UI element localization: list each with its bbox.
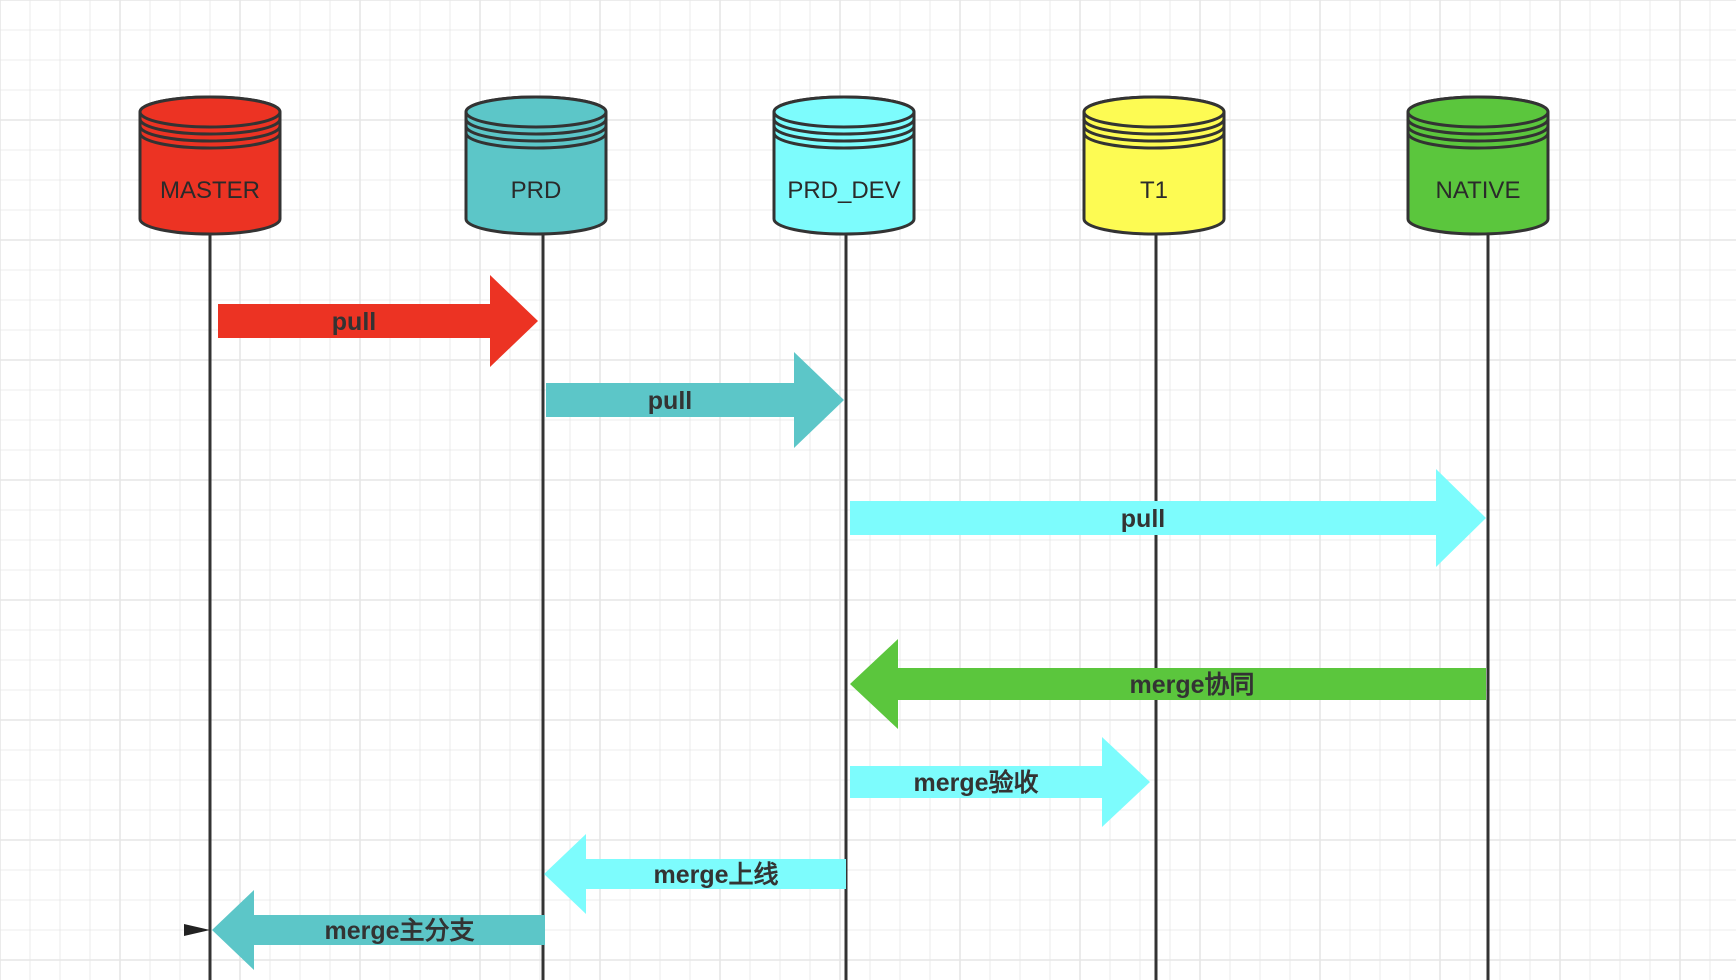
node-label: MASTER (160, 177, 260, 204)
arrow-merge-prd-master[interactable]: merge主分支 (184, 890, 545, 970)
cylinder-top-icon (1082, 95, 1226, 129)
node-prd[interactable]: PRD (464, 95, 608, 236)
arrowhead-marker-icon (184, 924, 210, 936)
arrow-merge-native-prddev[interactable]: merge协同 (850, 639, 1486, 729)
cylinder-ring (1082, 125, 1226, 143)
node-label: NATIVE (1436, 177, 1521, 204)
repository-nodes: MASTER PRD PRD_DEV T1 NATIVE (138, 95, 1550, 236)
cylinder-ring (772, 118, 916, 136)
cylinder-ring (772, 132, 916, 150)
cylinder-top-icon (464, 95, 608, 129)
node-t1[interactable]: T1 (1082, 95, 1226, 236)
arrow-label: merge协同 (1129, 671, 1254, 699)
cylinder-ring (1082, 132, 1226, 150)
arrow-pull-prddev-native[interactable]: pull (850, 469, 1486, 567)
cylinder-ring (138, 118, 282, 136)
arrow-shape (850, 469, 1486, 567)
cylinder-ring (464, 132, 608, 150)
node-master[interactable]: MASTER (138, 95, 282, 236)
arrow-label: pull (1121, 505, 1165, 533)
node-label: PRD_DEV (787, 177, 900, 204)
cylinder-ring (464, 125, 608, 143)
arrow-label: pull (332, 308, 376, 336)
cylinder-top-icon (1406, 95, 1550, 129)
node-label: PRD (511, 177, 562, 204)
cylinder-ring (1406, 118, 1550, 136)
arrow-merge-prddev-t1[interactable]: merge验收 (850, 737, 1150, 827)
arrow-pull-prd-prddev[interactable]: pull (546, 352, 844, 448)
arrow-label: pull (648, 387, 692, 415)
arrow-label: merge验收 (913, 768, 1038, 797)
node-native[interactable]: NATIVE (1406, 95, 1550, 236)
cylinder-top-icon (772, 95, 916, 129)
arrow-shape (850, 737, 1150, 827)
cylinder-ring (1406, 125, 1550, 143)
cylinder-ring (138, 125, 282, 143)
arrow-merge-prddev-prd[interactable]: merge上线 (544, 834, 846, 914)
arrow-shape (546, 352, 844, 448)
cylinder-ring (464, 118, 608, 136)
lifelines (208, 234, 1490, 980)
node-prd_dev[interactable]: PRD_DEV (772, 95, 916, 236)
arrow-shape (212, 890, 545, 970)
arrow-pull-master-prd[interactable]: pull (218, 275, 538, 367)
message-arrows: pull pull pull merge协同 merge验收 merge上线 merge主分… (184, 275, 1486, 970)
node-label: T1 (1140, 177, 1168, 204)
arrow-shape (850, 639, 1486, 729)
cylinder-ring (138, 132, 282, 150)
cylinder-ring (772, 125, 916, 143)
arrow-shape (544, 834, 846, 914)
cylinder-ring (1406, 132, 1550, 150)
arrow-label: merge主分支 (324, 917, 474, 945)
cylinder-top-icon (138, 95, 282, 129)
cylinder-ring (1082, 118, 1226, 136)
arrow-label: merge上线 (653, 860, 778, 889)
arrow-shape (218, 275, 538, 367)
